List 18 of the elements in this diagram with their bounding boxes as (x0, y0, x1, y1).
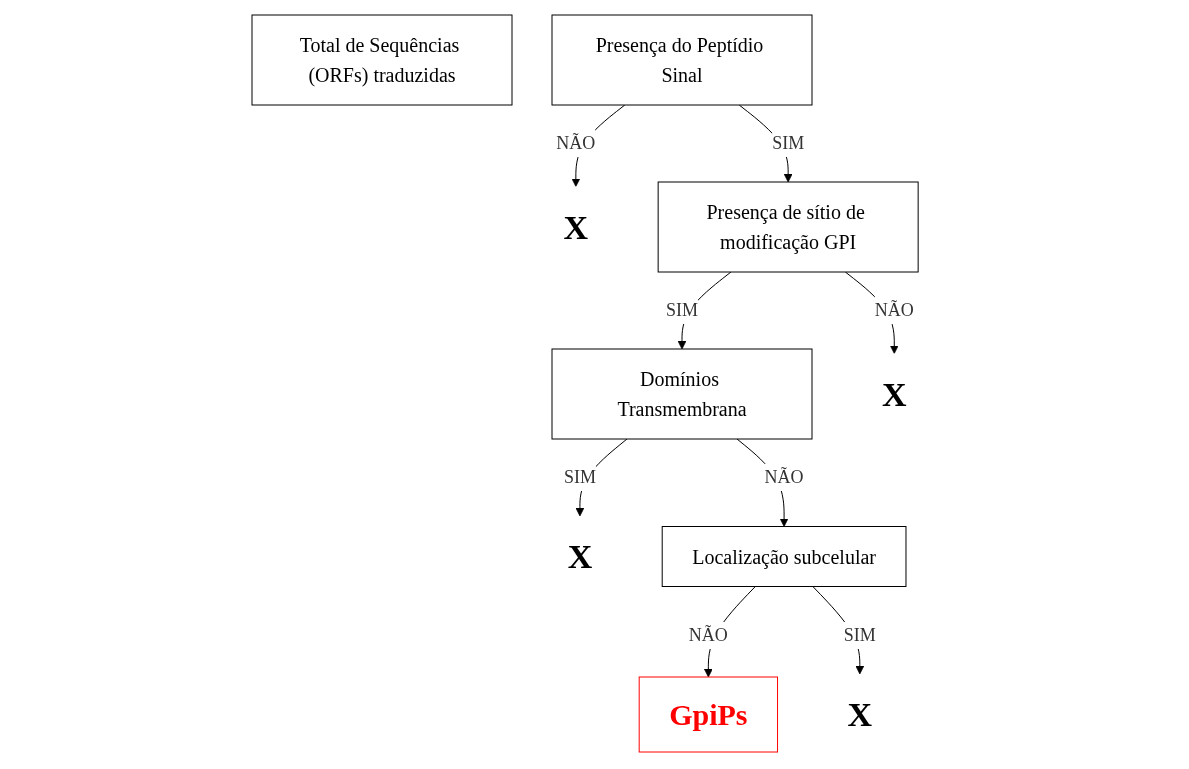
edge-label: NÃO (764, 466, 804, 487)
node-box: Presença do Peptídio Sinal (551, 14, 813, 105)
node-text: X (847, 695, 873, 733)
node-box: Total de Sequências (ORFs) traduzidas (251, 14, 513, 105)
node-box: GpiPs (638, 676, 779, 752)
node-text: X (563, 208, 589, 245)
edge-label: NÃO (689, 624, 729, 645)
node-text: X (567, 537, 593, 575)
edge-label: NÃO (875, 299, 914, 320)
edge-label: NÃO (556, 132, 596, 153)
node-text: X (882, 375, 907, 412)
edge-label: SIM (844, 624, 877, 645)
node-box: Presença de sítio de modificação GPI (657, 181, 919, 272)
node-box: Domínios Transmembrana (551, 348, 813, 439)
edge-label: SIM (666, 299, 699, 320)
edge-label: SIM (772, 132, 805, 153)
edge-label: SIM (564, 466, 597, 487)
node-box: Localização subcelular (661, 525, 907, 587)
